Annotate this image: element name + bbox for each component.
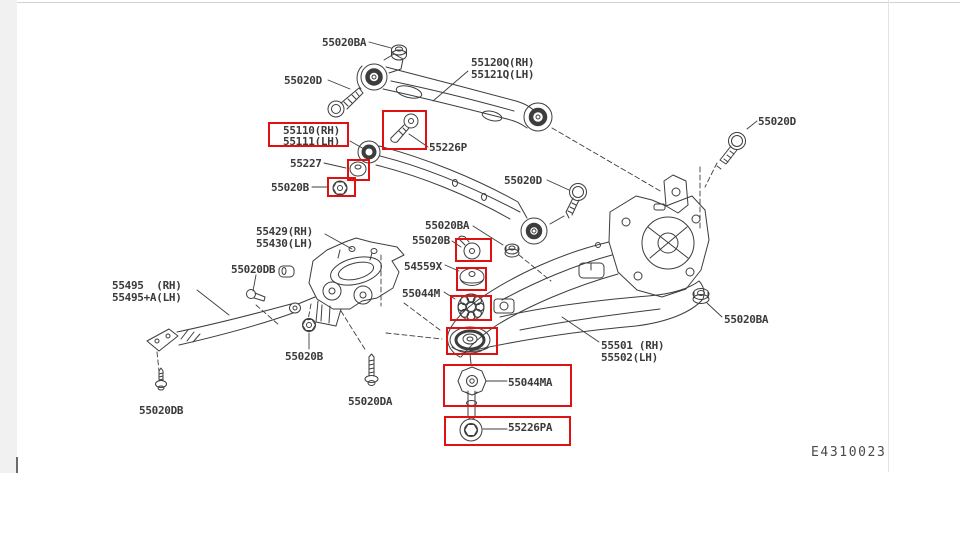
- part-label[interactable]: 55020BA: [724, 313, 769, 326]
- part-label[interactable]: 55020B: [271, 181, 309, 194]
- part-label[interactable]: 55495 (RH): [112, 279, 182, 292]
- highlight-box[interactable]: [382, 110, 427, 150]
- part-label[interactable]: 55226P: [429, 141, 467, 154]
- upper-link-art: [356, 53, 553, 132]
- part-label[interactable]: 55044MA: [508, 376, 553, 389]
- part-label[interactable]: 55020DB: [231, 263, 276, 276]
- part-label[interactable]: 55020D: [758, 115, 796, 128]
- part-label[interactable]: 55495+A(LH): [112, 291, 182, 304]
- part-label[interactable]: 55020D: [504, 174, 542, 187]
- fasteners-art: [155, 44, 746, 391]
- part-label[interactable]: 55430(LH): [256, 237, 313, 250]
- part-label[interactable]: 55020BA: [322, 36, 367, 49]
- part-label[interactable]: 55501 (RH): [601, 339, 665, 352]
- stay-rod-art: [146, 302, 301, 352]
- page-top-rule: [17, 2, 960, 3]
- part-label[interactable]: 55121Q(LH): [471, 68, 535, 81]
- drawing-code: E4310023: [811, 445, 887, 460]
- part-label[interactable]: 54559X: [404, 260, 442, 273]
- lower-link-art: [357, 140, 548, 245]
- part-label[interactable]: 55044M: [402, 287, 440, 300]
- dashed-lines: [156, 127, 718, 372]
- part-label[interactable]: 55020D: [284, 74, 322, 87]
- leader-lines: [196, 41, 758, 430]
- highlight-box[interactable]: [450, 295, 492, 321]
- page-margin-notch: [16, 457, 18, 473]
- knuckle-bracket-art: [278, 237, 405, 327]
- part-label[interactable]: 55502(LH): [601, 351, 658, 364]
- part-label[interactable]: 55110(RH): [283, 124, 340, 137]
- page-right-rule: [888, 0, 889, 472]
- part-label[interactable]: 55226PA: [508, 421, 553, 434]
- part-label[interactable]: 55020B: [285, 350, 323, 363]
- suspension-member-art: [447, 174, 710, 358]
- highlight-box[interactable]: [347, 159, 370, 181]
- highlight-box[interactable]: [443, 364, 572, 407]
- highlight-box[interactable]: [456, 267, 487, 291]
- part-label[interactable]: 55111(LH): [283, 135, 340, 148]
- highlight-box[interactable]: [444, 416, 571, 446]
- part-label[interactable]: 55429(RH): [256, 225, 313, 238]
- part-label[interactable]: 55227: [290, 157, 322, 170]
- member-mount-stack-art: [449, 235, 491, 442]
- highlight-box[interactable]: [446, 327, 498, 355]
- highlight-box[interactable]: [327, 177, 356, 197]
- highlight-box[interactable]: [455, 238, 492, 262]
- part-label[interactable]: 55020DB: [139, 404, 184, 417]
- part-label[interactable]: 55020DA: [348, 395, 393, 408]
- part-label[interactable]: 55020B: [412, 234, 450, 247]
- page-left-margin: [0, 0, 17, 473]
- part-label[interactable]: 55120Q(RH): [471, 56, 535, 69]
- highlight-box[interactable]: [268, 122, 349, 147]
- part-label[interactable]: 55020BA: [425, 219, 470, 232]
